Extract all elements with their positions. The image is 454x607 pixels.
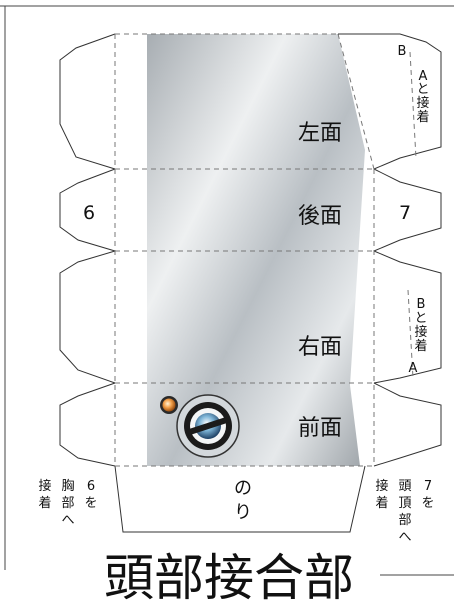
glue-label-1: の (234, 478, 252, 499)
right-tabs (352, 33, 442, 467)
note-left-col1-1: 接 (38, 478, 51, 494)
panel-label-right-side: 右面 (298, 335, 342, 360)
note-left-col1-2: 着 (38, 495, 51, 511)
tab-number-7: 7 (399, 202, 411, 224)
eye-lens-icon (176, 394, 240, 458)
note-left-col2-3: へ (61, 513, 74, 528)
tab-note-b-1: B (417, 297, 426, 312)
body-panel (147, 34, 365, 466)
tab-note-a-2: と (416, 82, 429, 97)
tab-letter-b: B (398, 44, 407, 59)
note-right-col2-1: 頭 (398, 479, 411, 494)
tab-note-b-2: と (414, 311, 427, 326)
page-title: 頭部接合部 (104, 549, 354, 607)
note-right-col2-2: 頂 (398, 496, 411, 511)
tab-number-6: 6 (83, 202, 95, 224)
tab-note-a-4: 着 (416, 109, 429, 125)
tab-note-b-3: 接 (414, 324, 427, 340)
panel-label-front: 前面 (298, 416, 342, 441)
tab-note-a-3: 接 (416, 95, 429, 111)
left-tabs (59, 33, 116, 467)
tab-letter-a: A (409, 361, 418, 376)
tab-note-a-1: A (419, 69, 428, 84)
note-left-col3-1: 6 (87, 479, 95, 494)
note-right-col3-1: 7 (424, 479, 432, 494)
note-right-col3-2: を (421, 496, 434, 511)
panel-label-left-side: 左面 (298, 121, 342, 146)
note-left-col2-1: 胸 (61, 479, 74, 494)
note-right-col2-3: 部 (398, 513, 411, 528)
panel-label-back: 後面 (298, 204, 342, 229)
tab-note-b-4: 着 (414, 338, 427, 354)
indicator-light-icon (160, 396, 178, 414)
note-right-col1-2: 着 (375, 495, 388, 511)
note-right-col1-1: 接 (375, 478, 388, 494)
glue-tab (114, 465, 366, 533)
note-right-col2-4: へ (398, 530, 411, 545)
note-left-col2-2: 部 (61, 496, 74, 511)
note-left-col3-2: を (84, 496, 97, 511)
fold-lines (114, 33, 417, 467)
glue-label-2: り (234, 502, 252, 523)
